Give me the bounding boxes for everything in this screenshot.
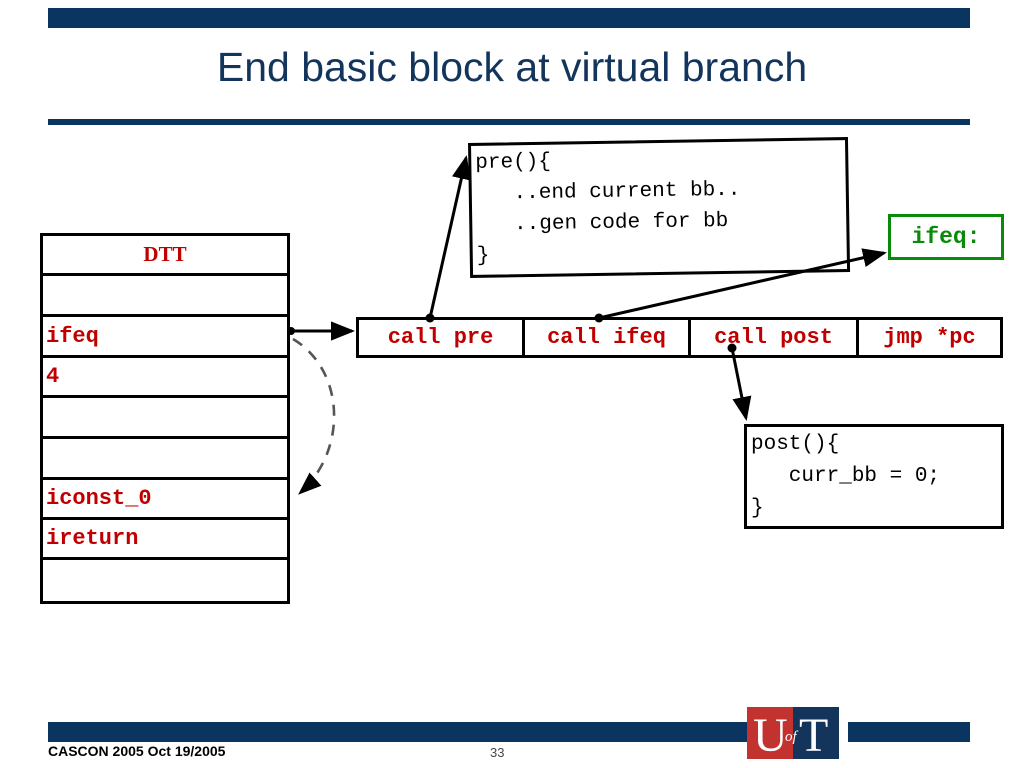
dtt-row xyxy=(43,276,287,317)
arrow-branch-target-dashed xyxy=(292,337,336,495)
footer-accent-bar-left xyxy=(48,722,748,742)
dtt-row-ifeq: ifeq xyxy=(43,317,287,358)
call-cell-post: call post xyxy=(691,320,859,355)
header-accent-bar xyxy=(48,8,970,28)
call-cell-pre: call pre xyxy=(359,320,525,355)
call-cell-jmp: jmp *pc xyxy=(883,325,976,350)
call-cell-ifeq: call ifeq xyxy=(525,320,691,355)
dtt-row-iconst0: iconst_0 xyxy=(43,480,287,520)
dtt-row xyxy=(43,398,287,439)
title-underline-rule xyxy=(48,119,970,125)
page-title: End basic block at virtual branch xyxy=(216,44,808,90)
uoft-logo-navy-panel xyxy=(793,707,839,759)
footer-conference-label: CASCON 2005 Oct 19/2005 xyxy=(48,743,226,759)
pre-function-box: pre(){ ..end current bb.. ..gen code for… xyxy=(468,137,851,278)
call-sequence-strip: call pre call ifeq call post jmp *pc xyxy=(356,317,1003,358)
dtt-row-ireturn: ireturn xyxy=(43,520,287,560)
dtt-row xyxy=(43,560,287,601)
dtt-row xyxy=(43,439,287,480)
uoft-logo-letter-t: T xyxy=(799,709,828,759)
arrow-callpost-to-postbox xyxy=(730,347,752,421)
arrow-callpre-to-prebox xyxy=(428,155,471,319)
uoft-logo-letter-u: U xyxy=(753,709,788,759)
dtt-header-cell: DTT xyxy=(43,236,287,276)
post-function-box: post(){ curr_bb = 0; } xyxy=(744,424,1004,529)
footer-accent-bar-right xyxy=(848,722,970,742)
uoft-logo: U T of xyxy=(747,707,839,759)
ifeq-label-box: ifeq: xyxy=(888,214,1004,260)
uoft-logo-word-of: of xyxy=(785,729,799,745)
uoft-logo-red-panel xyxy=(747,707,793,759)
footer-page-number: 33 xyxy=(490,745,505,760)
post-function-code: post(){ curr_bb = 0; } xyxy=(751,433,941,520)
pre-function-code: pre(){ ..end current bb.. ..gen code for… xyxy=(475,150,741,268)
dtt-row-operand: 4 xyxy=(43,358,287,398)
dtt-table: DTT ifeq 4 iconst_0 ireturn xyxy=(40,233,290,604)
